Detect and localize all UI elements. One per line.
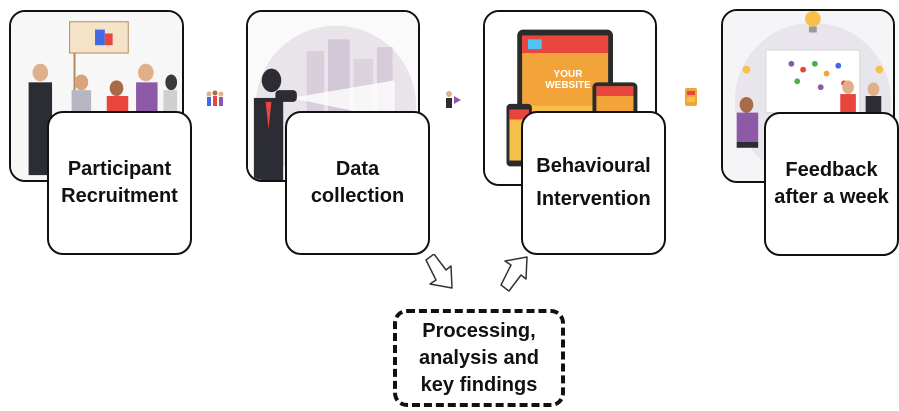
data-collection-card: Data collection [285,111,430,255]
process-label-line: Processing, [422,319,536,342]
processing-analysis-box: Processing, analysis and key findings [393,309,565,407]
feedback-card: Feedback after a week [764,112,899,256]
device-icon [680,86,702,108]
step-label-line: Feedback [785,159,878,181]
people-group-icon [204,88,226,110]
behavioural-intervention-card: Behavioural Intervention [521,111,666,255]
step-label-line: Behavioural [536,155,651,177]
step-label-line: after a week [774,186,889,208]
your-website-text: YOUR WEBSITE [545,69,591,91]
person-next-icon [441,88,463,110]
step-label-line: Participant [67,158,172,180]
participant-recruitment-card: Participant Recruitment [47,111,192,255]
step-label-line: Recruitment [61,185,178,207]
arrow-down-right-icon [422,253,462,294]
arrow-up-right-icon [497,253,537,293]
process-label-line: analysis and [418,346,540,369]
step-label-line: Intervention [536,188,651,210]
step-label-line: Data [335,158,380,180]
step-label-line: collection [310,185,405,207]
process-label-line: key findings [420,373,538,396]
